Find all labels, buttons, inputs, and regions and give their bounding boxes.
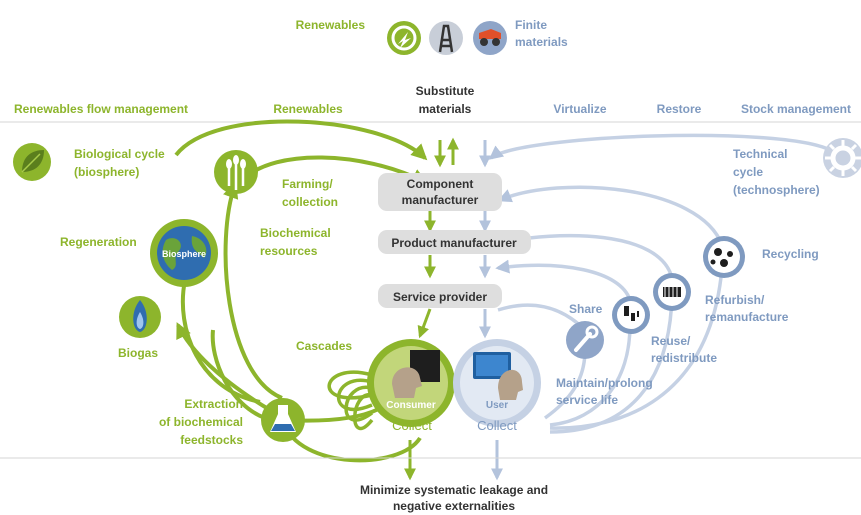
header-stock: Stock management [741,102,851,116]
maintain-line2: service life [556,393,618,407]
cascades-arcs [327,370,374,430]
biosphere-label: Biosphere [162,249,206,259]
biogas-label: Biogas [118,346,158,360]
component-label-line2: manufacturer [402,193,479,207]
component-manufacturer-box [378,173,502,211]
header-substitute-line2: materials [419,102,472,116]
biosphere-globe-icon [150,219,218,287]
header-substitute-line1: Substitute [416,84,475,98]
extraction-line1: Extraction [184,397,243,411]
footer-line1: Minimize systematic leakage and [360,483,548,497]
service-provider-box [378,284,502,308]
header-restore: Restore [657,102,702,116]
extraction-line3: feedstocks [180,433,243,447]
biochem-line1: Biochemical [260,226,331,240]
leaf-icon [13,143,51,181]
shop-icon [612,296,650,334]
header-renewables: Renewables [273,102,343,116]
tech-cycle-line2: cycle [733,165,763,179]
renewables-legend-icon [387,21,421,55]
mining-truck-legend-icon [473,21,507,55]
recycling-icon [703,236,745,278]
recycling-label: Recycling [762,247,819,261]
regeneration-label: Regeneration [60,235,137,249]
refurbish-line1: Refurbish/ [705,293,765,307]
product-label: Product manufacturer [391,236,517,250]
bio-cycle-line1: Biological cycle [74,147,165,161]
green-flow-arrows [404,137,459,481]
biogas-flame-icon [119,296,161,338]
maintain-line1: Maintain/prolong [556,376,653,390]
biochem-line2: resources [260,244,318,258]
refurbish-line2: remanufacture [705,310,789,324]
extraction-line2: of biochemical [159,415,243,429]
biological-cycle-arcs [174,119,428,463]
wheat-icon [214,150,258,194]
farming-line2: collection [282,195,338,209]
header-renewables-flow: Renewables flow management [14,102,188,116]
share-label: Share [569,302,603,316]
blue-flow-arrows [479,140,503,481]
footer-line2: negative externalities [393,499,515,513]
farming-line1: Farming/ [282,177,333,191]
legend-finite-line2: materials [515,35,568,49]
factory-icon [653,273,691,311]
flask-icon [261,398,305,442]
wrench-icon [566,321,604,359]
tech-cycle-line3: (technosphere) [733,183,820,197]
legend-finite-line1: Finite [515,18,547,32]
user-label: User [486,400,508,411]
component-label-line1: Component [407,177,474,191]
reuse-line2: redistribute [651,351,717,365]
product-manufacturer-box [378,230,531,254]
reuse-line1: Reuse/ [651,334,691,348]
consumer-icon [367,339,455,427]
legend-renewables-label: Renewables [296,18,366,32]
service-label: Service provider [393,290,487,304]
header-virtualize: Virtualize [553,102,606,116]
consumer-label: Consumer [386,400,436,411]
user-icon [453,339,541,427]
collect-right-label: Collect [477,418,517,433]
tech-cycle-line1: Technical [733,147,787,161]
gear-icon [823,138,861,178]
oil-rig-legend-icon [429,21,463,55]
cascades-label: Cascades [296,339,352,353]
bio-cycle-line2: (biosphere) [74,165,139,179]
collect-left-label: Collect [392,418,432,433]
